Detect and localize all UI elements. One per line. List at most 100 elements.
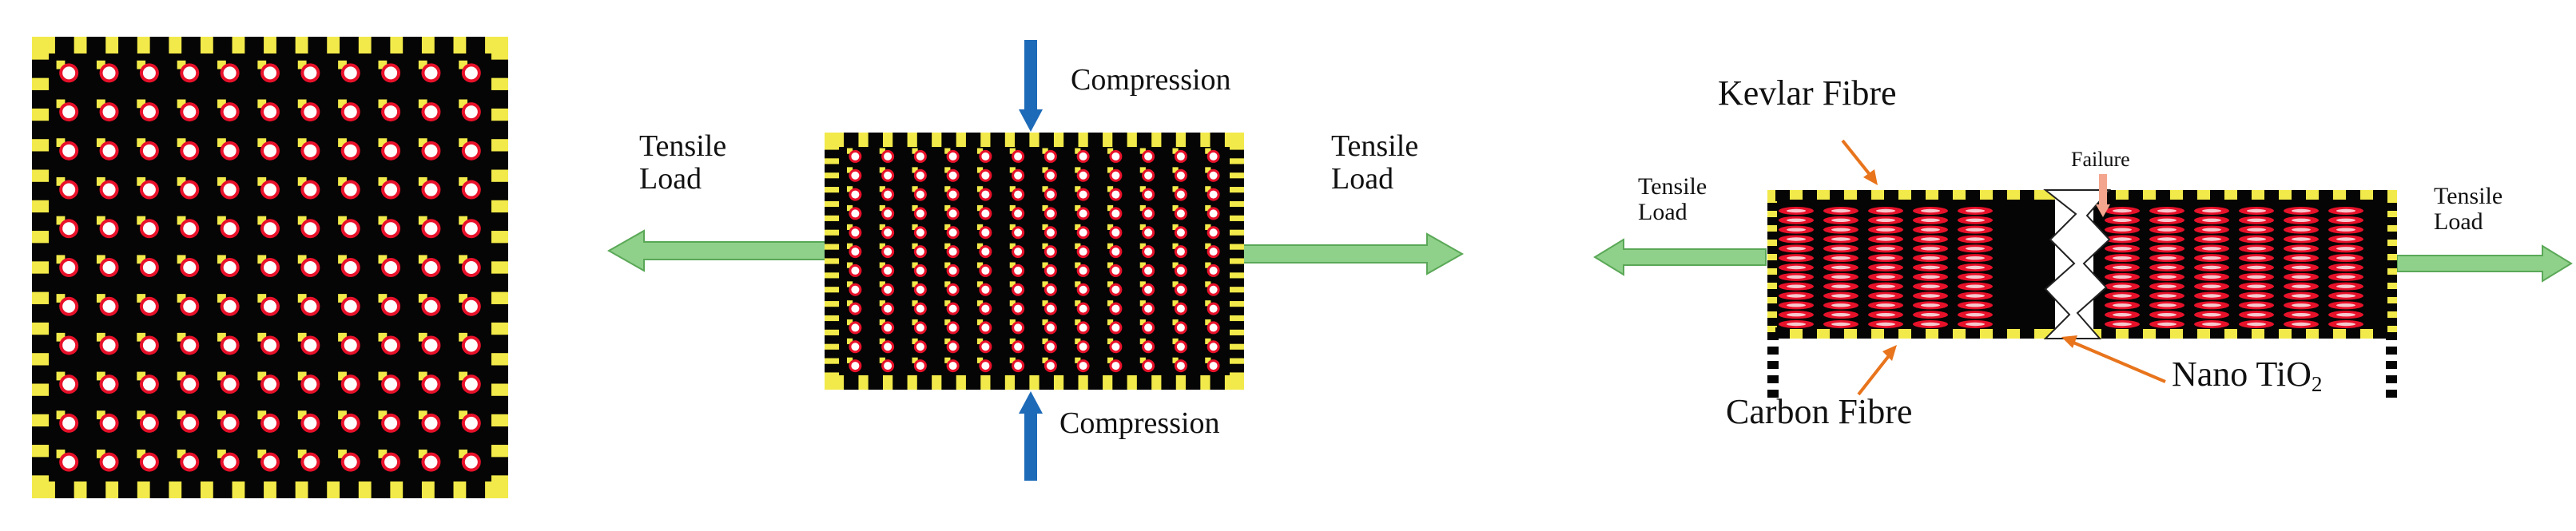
- bottom-fibre-bundle: [844, 374, 859, 390]
- fibre-glint: [418, 371, 427, 381]
- fibre-glint: [257, 60, 267, 69]
- bottom-fibre-bundle: [892, 374, 908, 390]
- stretched-particle-core: [1966, 322, 1985, 327]
- tio2-particle-core: [916, 362, 924, 371]
- stretched-particle-core: [1921, 294, 1940, 298]
- fibre-glint: [944, 167, 951, 173]
- fibre-glint: [879, 205, 885, 212]
- tio2-particle-core: [1111, 171, 1120, 180]
- fibre-glint: [459, 410, 468, 420]
- fibre-glint: [297, 138, 307, 148]
- top-fibre-bundle: [2319, 190, 2333, 201]
- fibre-glint: [1205, 148, 1211, 154]
- tio2-particle-core: [1209, 228, 1218, 237]
- tio2-particle-core: [1046, 152, 1055, 160]
- stretched-particle-core: [2113, 284, 2132, 288]
- fibre-glint: [1009, 224, 1016, 231]
- fibre-glint: [217, 60, 226, 69]
- fibre-glint: [177, 216, 186, 225]
- tio2-particle-core: [384, 183, 398, 196]
- nano-pointer-line: [2067, 339, 2166, 383]
- fibre-glint: [459, 332, 468, 342]
- fibre-glint: [459, 450, 468, 458]
- tio2-particle-core: [981, 190, 990, 199]
- tio2-particle-core: [464, 222, 478, 236]
- tio2-particle-core: [1079, 152, 1087, 160]
- fibre-glint: [879, 148, 885, 154]
- compression-arrow-top: [1019, 40, 1043, 132]
- right-fibre-bundle: [1228, 321, 1244, 330]
- fibre-glint: [177, 176, 186, 186]
- stretched-particle-core: [2157, 303, 2176, 307]
- fibre-glint: [257, 138, 267, 148]
- stretched-particle-core: [1787, 265, 1806, 270]
- tio2-particle-core: [344, 222, 357, 236]
- fibre-glint: [1172, 167, 1179, 173]
- fibre-glint: [96, 176, 105, 186]
- fibre-glint: [1009, 357, 1016, 363]
- tio2-particle-core: [1014, 190, 1023, 199]
- tio2-particle-core: [264, 299, 276, 313]
- tio2-particle-core: [102, 66, 116, 80]
- fibre-glint: [257, 255, 267, 264]
- fibre-glint: [378, 176, 388, 186]
- left-fibre-bundle: [825, 149, 841, 159]
- fibre-glint: [1107, 205, 1114, 212]
- left-fibre-bundle: [825, 235, 841, 244]
- tio2-particle-core: [1209, 266, 1218, 275]
- stretched-particle-core: [1876, 256, 1895, 260]
- tio2-particle-core: [884, 228, 892, 237]
- load-word: Load: [1638, 199, 1688, 226]
- fibre-glint: [846, 319, 853, 326]
- tio2-particle-core: [1144, 152, 1153, 160]
- fibre-glint: [459, 60, 468, 69]
- edge-fibre-bundle: [1767, 232, 1779, 240]
- fibre-glint: [1009, 167, 1016, 173]
- top-fibre-bundle: [1185, 133, 1201, 149]
- tio2-particle-core: [464, 144, 478, 157]
- tio2-particle-core: [344, 339, 357, 352]
- tio2-particle-core: [1046, 266, 1055, 275]
- tio2-particle-core: [1079, 228, 1087, 237]
- bottom-fibre-bundle: [1136, 374, 1152, 390]
- tio2-particle-core: [62, 339, 76, 352]
- right-fibre-bundle: [1228, 207, 1244, 216]
- tensile-load-right-label: Tensile Load: [1331, 129, 1418, 196]
- tio2-particle-core: [981, 285, 990, 294]
- fibre-glint: [1107, 300, 1114, 307]
- fibre-glint: [1042, 357, 1048, 363]
- fibre-glint: [1107, 338, 1114, 345]
- stretched-particle-core: [1831, 303, 1851, 307]
- fibre-glint: [1139, 186, 1146, 192]
- top-fibre-bundle: [2020, 190, 2034, 201]
- stretched-particle-core: [1787, 284, 1806, 288]
- tio2-particle-core: [981, 304, 990, 313]
- fibre-glint: [459, 294, 468, 303]
- fibre-glint: [338, 99, 347, 109]
- fibre-glint: [418, 255, 427, 264]
- fibre-glint: [338, 138, 347, 148]
- fibre-glint: [297, 99, 307, 109]
- stretched-particle-core: [2157, 265, 2176, 270]
- edge-fibre-bundle: [2386, 390, 2397, 398]
- tio2-particle-core: [1046, 362, 1055, 371]
- right-fibre-bundle: [490, 395, 508, 414]
- top-fibre-bundle: [2264, 190, 2279, 201]
- fibre-glint: [846, 167, 853, 173]
- stretched-particle-core: [1966, 312, 1985, 317]
- top-fibre-bundle: [181, 37, 201, 55]
- stretched-particle-core: [1831, 228, 1851, 232]
- tio2-particle-core: [884, 266, 892, 275]
- tio2-particle-core: [223, 183, 237, 196]
- bottom-fibre-bundle: [1993, 327, 2007, 339]
- fibre-glint: [976, 319, 984, 326]
- fibre-glint: [1139, 243, 1146, 249]
- bottom-fibre-bundle: [2292, 327, 2306, 339]
- tio2-particle-core: [424, 105, 438, 119]
- stretched-particle-core: [1921, 218, 1940, 223]
- fibre-glint: [177, 371, 186, 381]
- tio2-particle-core: [264, 105, 276, 119]
- bottom-fibre-bundle: [2210, 327, 2224, 339]
- fibre-glint: [56, 99, 66, 109]
- tio2-particle-core: [183, 261, 197, 274]
